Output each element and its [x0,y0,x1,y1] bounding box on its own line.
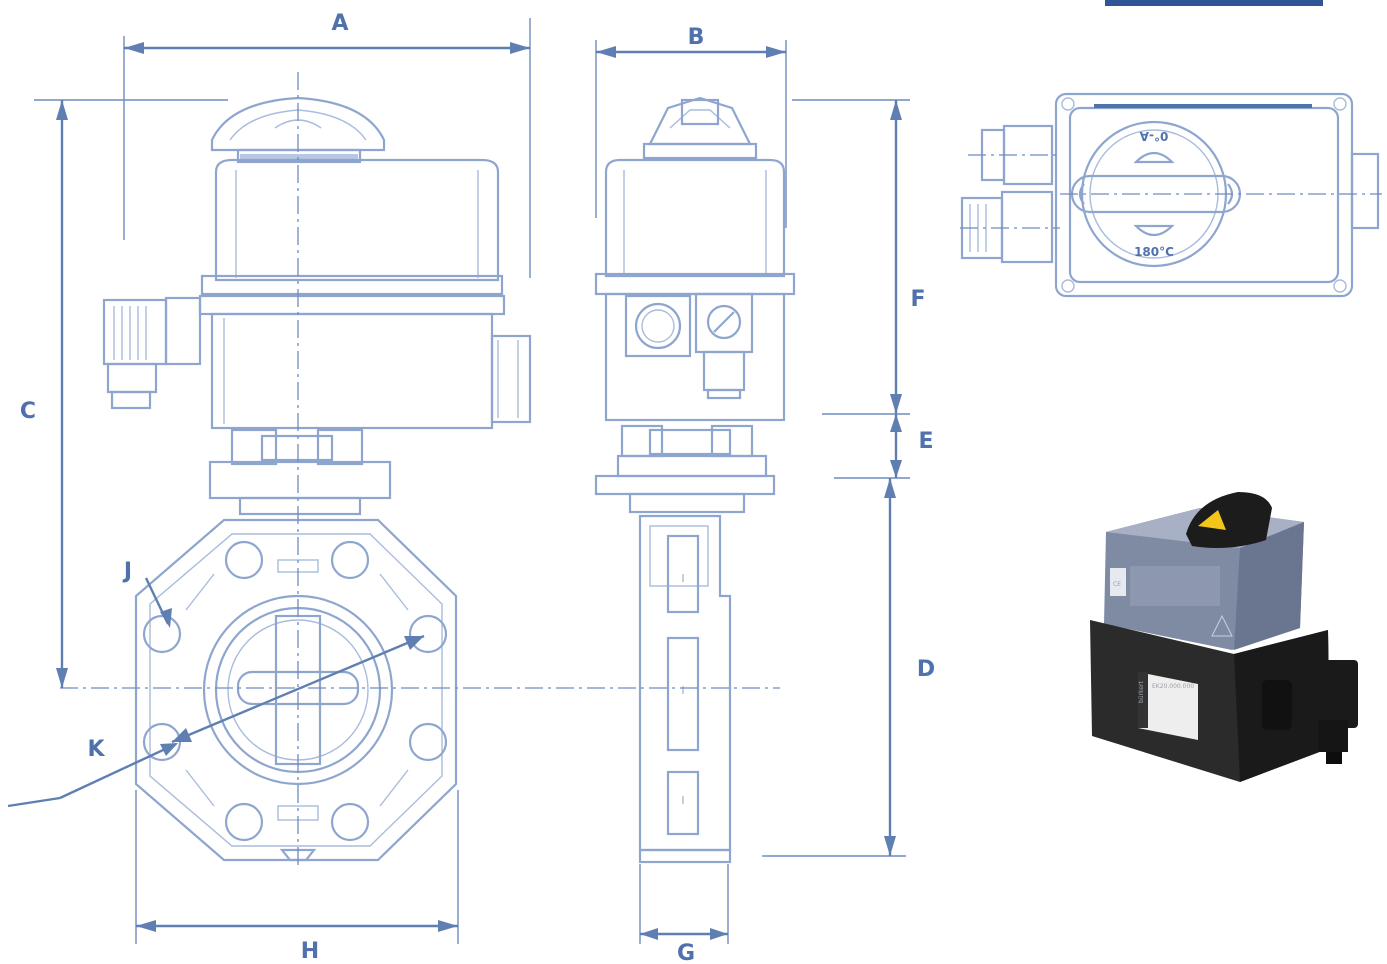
side-view [594,96,796,864]
dimension-label-h: H [301,939,319,964]
dimension-label-g: G [677,941,695,964]
dimension-label-b: B [688,25,705,50]
ce-mark: CE [1113,581,1121,588]
actuator-photo: CE EK20.000.000 bürkert [1090,492,1358,782]
dimension-label-c: C [20,399,36,424]
dimension-label-e: E [918,429,933,454]
brand-mark: bürkert [1138,681,1145,703]
plate-code: EK20.000.000 [1152,683,1194,690]
dimension-label-f: F [910,287,925,312]
dimension-label-a: A [331,11,348,36]
dial-label-top: 0°-A [1139,129,1168,143]
header-tab [1105,0,1323,6]
dimension-label-k: K [87,737,105,762]
front-view [102,96,532,862]
dimension-label-j: J [122,559,132,584]
dial-label-bottom: 180°C [1134,245,1174,259]
dimension-label-d: D [917,657,935,682]
top-view: 0°-A 180°C [960,92,1382,298]
dimension-lines [7,18,910,944]
